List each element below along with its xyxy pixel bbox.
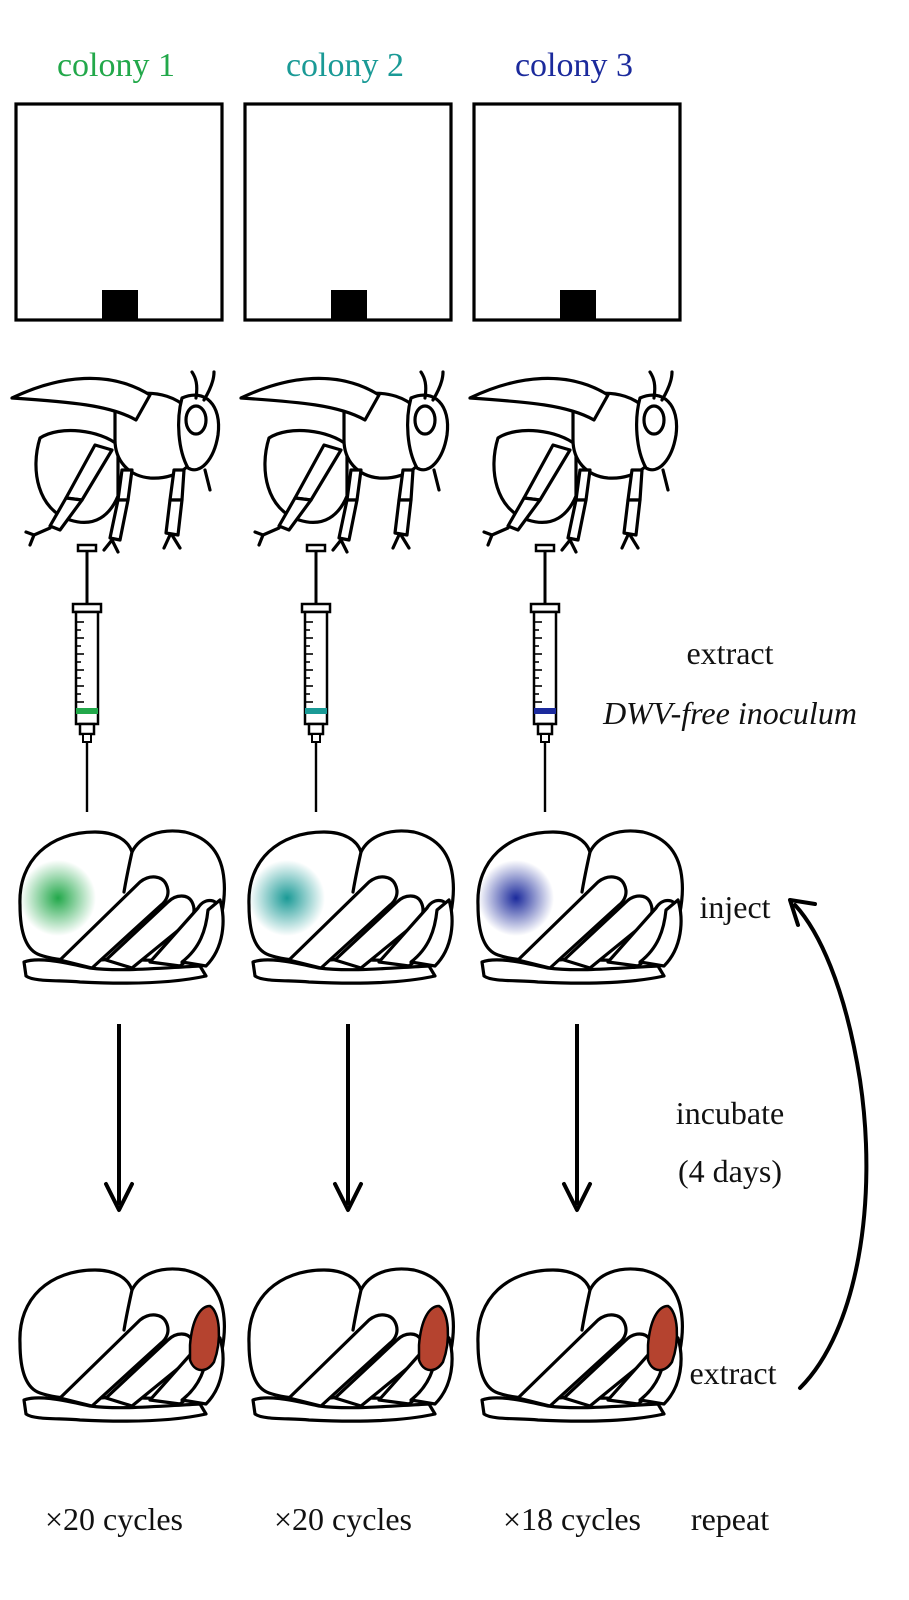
step-extract-final-label: extract xyxy=(689,1355,776,1391)
bee-icon xyxy=(10,370,221,554)
colony-2-title: colony 2 xyxy=(286,47,404,84)
colony-1-cycles: ×20 cycles xyxy=(45,1501,183,1537)
arrow-down-icon xyxy=(333,1024,363,1212)
step-extract-label: extract xyxy=(686,635,773,671)
step-incubate-label: incubate xyxy=(676,1095,784,1131)
loop-arrow-icon xyxy=(788,898,869,1390)
pupa-icon xyxy=(476,1267,684,1423)
step-repeat-label: repeat xyxy=(691,1501,769,1537)
bee-icon xyxy=(468,370,679,554)
hive-box-icon xyxy=(472,102,682,322)
bee-icon xyxy=(239,370,450,554)
step-incubate-duration-label: (4 days) xyxy=(678,1153,782,1189)
arrow-down-icon xyxy=(562,1024,592,1212)
step-inoculum-label: DWV-free inoculum xyxy=(602,695,857,731)
pupa-icon xyxy=(18,1267,226,1423)
colony-3-cycles: ×18 cycles xyxy=(503,1501,641,1537)
colony-3-title: colony 3 xyxy=(515,47,633,84)
colony-2-cycles: ×20 cycles xyxy=(274,1501,412,1537)
hive-box-icon xyxy=(14,102,224,322)
pupa-icon xyxy=(247,1267,455,1423)
pupa-icon xyxy=(247,829,455,985)
syringe-icon xyxy=(300,543,332,814)
syringe-icon xyxy=(71,543,103,814)
hive-box-icon xyxy=(243,102,453,322)
syringe-icon xyxy=(529,543,561,814)
colony-1-title: colony 1 xyxy=(57,47,175,84)
step-inject-label: inject xyxy=(699,889,770,925)
arrow-down-icon xyxy=(104,1024,134,1212)
pupa-icon xyxy=(476,829,684,985)
pupa-icon xyxy=(18,829,226,985)
